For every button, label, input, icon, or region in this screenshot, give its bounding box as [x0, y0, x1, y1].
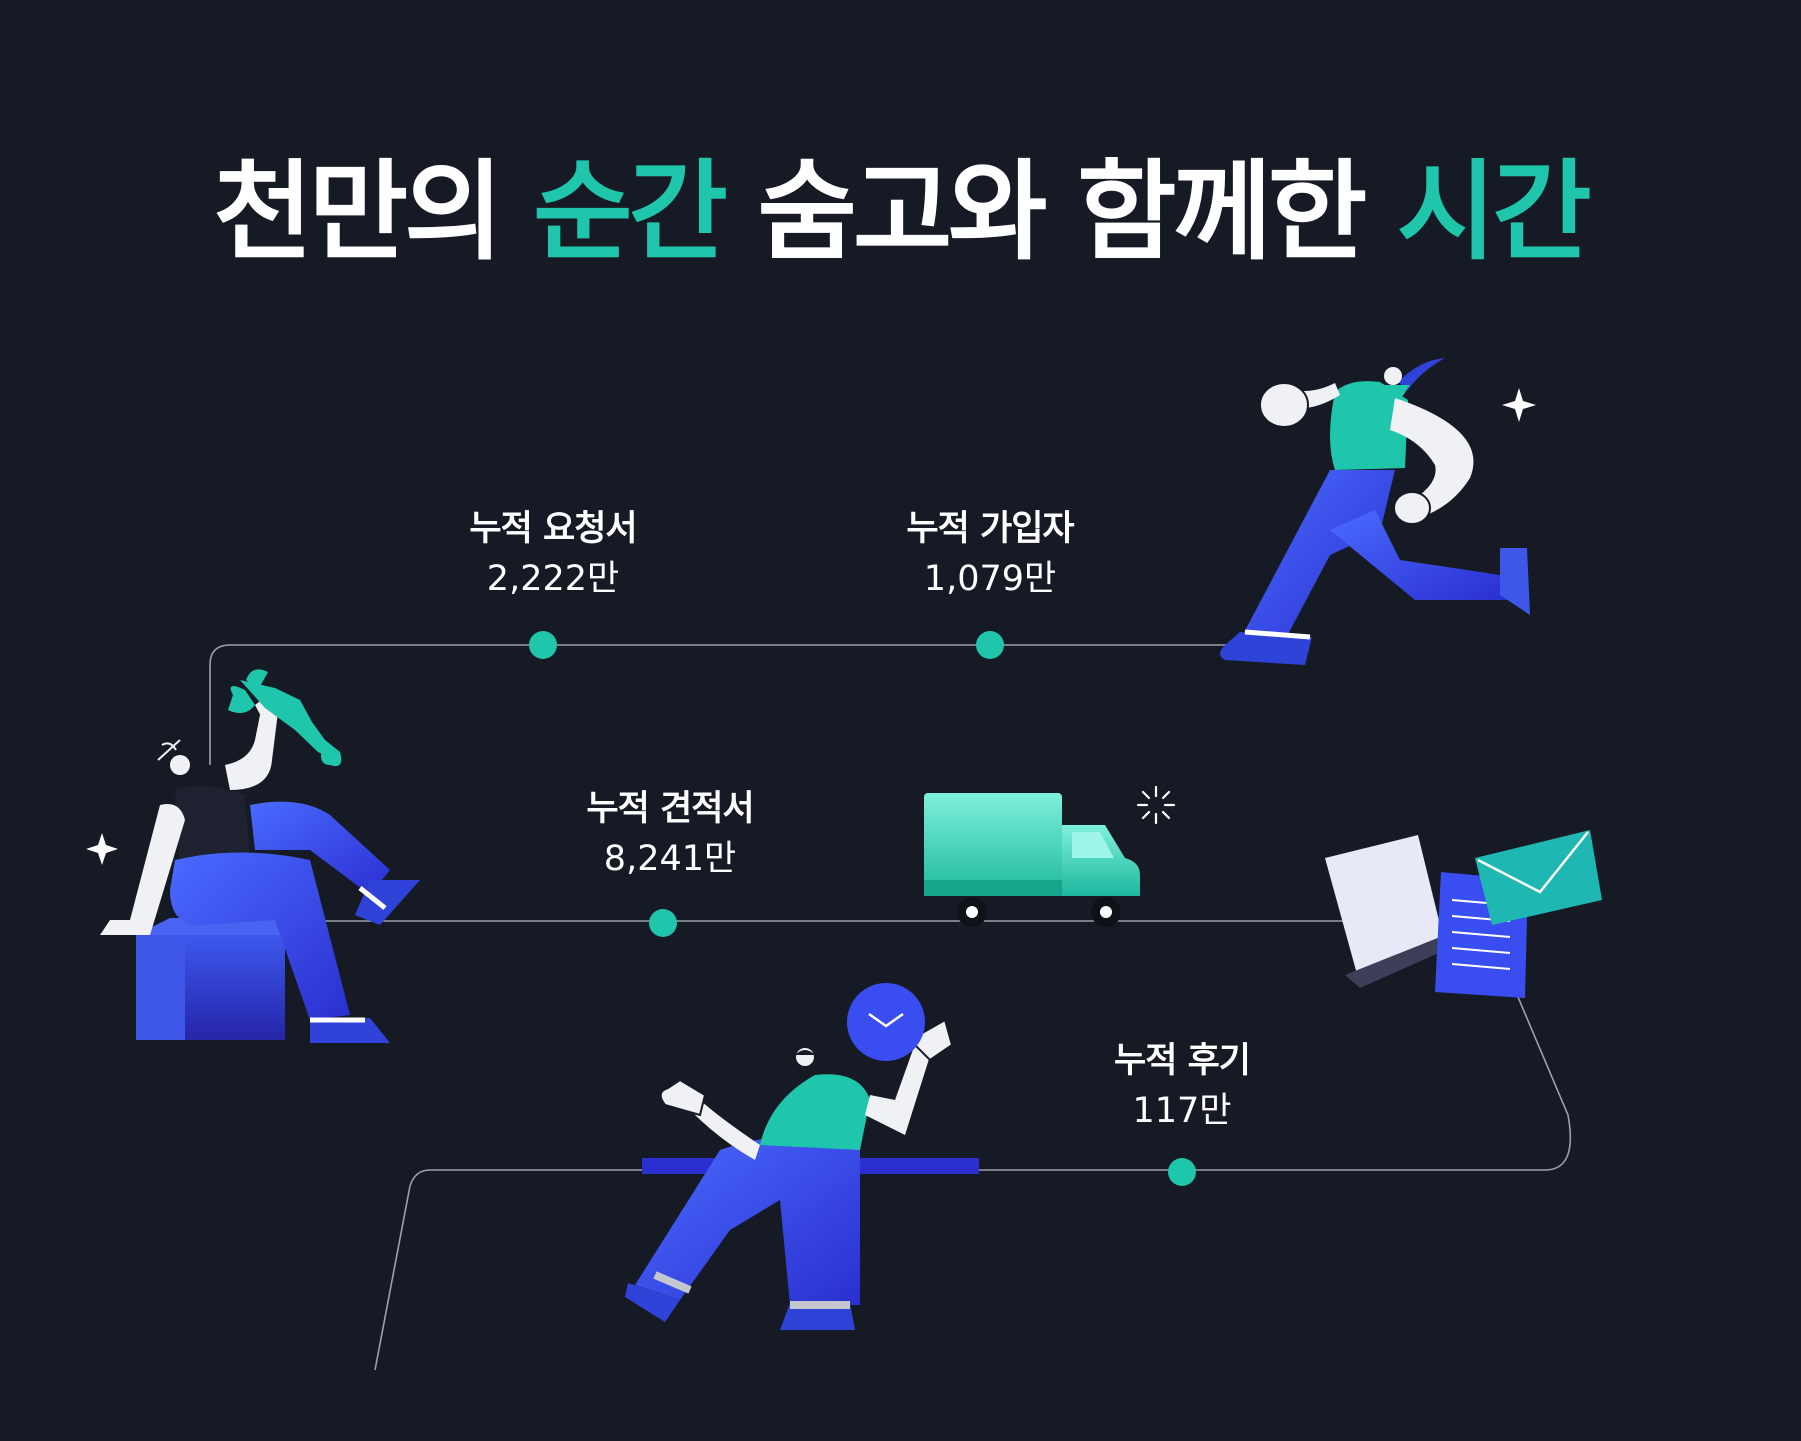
stat-value: 1,079만: [923, 559, 1057, 599]
document-icon: [1325, 835, 1528, 998]
stat-value: 8,241만: [603, 839, 737, 879]
plate-icon: [847, 983, 925, 1061]
stat-value: 2,222만: [486, 559, 620, 599]
timeline: [209, 644, 1730, 1371]
wrench-icon: [228, 669, 342, 767]
dot-quotes: [649, 909, 677, 937]
stat-reviews: 누적 후기 117만: [1032, 1038, 1332, 1136]
stat-label: 누적 견적서: [586, 789, 754, 829]
server-figure: [625, 1018, 979, 1330]
stat-label: 누적 가입자: [906, 509, 1074, 549]
stat-requests: 누적 요청서 2,222만: [403, 506, 703, 604]
dot-members: [976, 631, 1004, 659]
stat-value: 117만: [1132, 1091, 1232, 1131]
sparkle-icon: [86, 388, 1536, 865]
stat-label: 누적 후기: [1114, 1041, 1251, 1081]
mechanic-figure: [100, 695, 420, 1043]
truck-icon: [924, 793, 1140, 927]
timeline-dots: [529, 631, 1196, 1186]
dot-requests: [529, 631, 557, 659]
runner-figure: [1220, 358, 1530, 665]
headline-part-2: 숨고와 함께한: [723, 150, 1397, 275]
stat-members: 누적 가입자 1,079만: [840, 506, 1140, 604]
headline-part-1: 천만의: [213, 150, 534, 275]
dot-reviews: [1168, 1158, 1196, 1186]
stat-quotes: 누적 견적서 8,241만: [520, 786, 820, 884]
burst-icon: [1136, 785, 1176, 825]
envelope-icon: [1475, 830, 1602, 925]
headline-highlight-moment: 순간: [533, 150, 728, 275]
stat-label: 누적 요청서: [469, 509, 637, 549]
headline-highlight-time: 시간: [1396, 150, 1592, 275]
headline: 천만의 순간 숨고와 함께한 시간: [0, 148, 1801, 278]
